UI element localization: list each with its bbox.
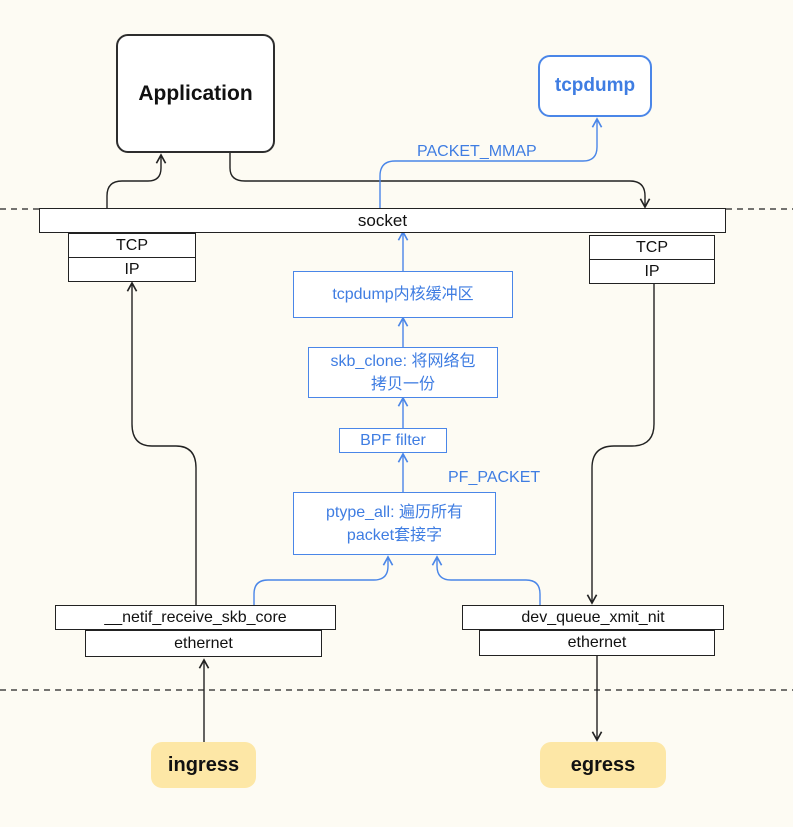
bpf-filter-box: BPF filter: [339, 428, 447, 453]
ptype-all-box: ptype_all: 遍历所有 packet套接字: [293, 492, 496, 555]
socket-to-application-arrow: [106, 153, 167, 208]
ethernet-right-label: ethernet: [567, 634, 627, 651]
ip-right-label: IP: [644, 262, 660, 280]
egress-pill: egress: [540, 742, 666, 788]
netif-receive-box: __netif_receive_skb_core: [55, 605, 336, 630]
kernel-buffer-box: tcpdump内核缓冲区: [293, 271, 513, 318]
netif-to-ip-arrow: [126, 281, 197, 605]
ptype-all-line1: ptype_all: 遍历所有: [326, 503, 463, 521]
tcp-right-box: TCP: [589, 235, 715, 260]
dev-queue-to-ptype-arrow: [431, 555, 541, 605]
dev-queue-label: dev_queue_xmit_nit: [521, 608, 665, 626]
ethernet-left-box: ethernet: [85, 630, 322, 657]
skb-clone-line1: skb_clone: 将网络包: [330, 352, 476, 370]
ingress-pill: ingress: [151, 742, 256, 788]
tcp-left-label: TCP: [116, 236, 148, 254]
ethernet-left-label: ethernet: [174, 634, 233, 652]
ip-to-dev-queue-arrow: [586, 283, 655, 605]
socket-label: socket: [357, 210, 408, 230]
socket-bar: socket: [39, 208, 726, 233]
application-label: Application: [138, 81, 253, 105]
packet-mmap-label: PACKET_MMAP: [417, 143, 537, 160]
dev-queue-box: dev_queue_xmit_nit: [462, 605, 724, 630]
netif-to-ptype-arrow: [253, 555, 394, 605]
ethernet-right-box: ethernet: [479, 630, 715, 656]
ip-right-box: IP: [589, 259, 715, 284]
application-box: Application: [116, 34, 275, 153]
kernel-buffer-label: tcpdump内核缓冲区: [332, 286, 474, 303]
pf-packet-label: PF_PACKET: [448, 469, 541, 486]
tcp-right-label: TCP: [636, 238, 668, 256]
socket-to-tcpdump-arrow: [379, 117, 603, 208]
skb-clone-box: skb_clone: 将网络包 拷贝一份: [308, 347, 498, 398]
ptype-all-line2: packet套接字: [346, 526, 443, 544]
ip-left-box: IP: [68, 257, 196, 282]
tcpdump-label: tcpdump: [554, 75, 636, 96]
ingress-label: ingress: [167, 753, 240, 776]
netif-receive-label: __netif_receive_skb_core: [104, 608, 287, 626]
tcpdump-box: tcpdump: [538, 55, 652, 117]
application-to-socket-arrow: [229, 152, 651, 209]
bpf-filter-label: BPF filter: [360, 432, 426, 449]
skb-clone-line2: 拷贝一份: [370, 375, 435, 393]
ip-left-label: IP: [124, 260, 140, 278]
egress-label: egress: [570, 753, 636, 776]
tcp-left-box: TCP: [68, 233, 196, 258]
